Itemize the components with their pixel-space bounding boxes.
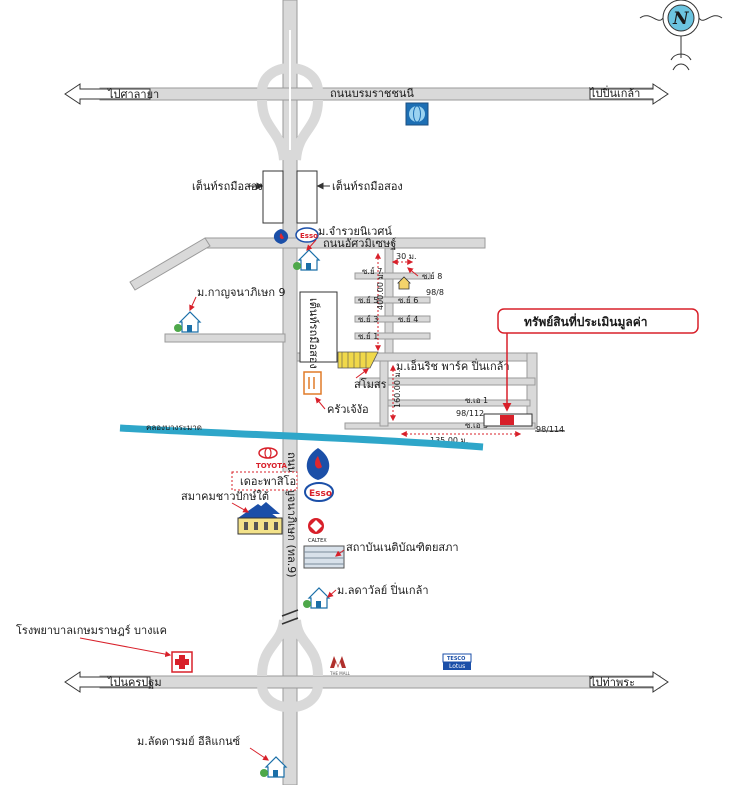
soi-1-label: ซ.ย์ 1 xyxy=(358,331,378,341)
enrich-inner-road xyxy=(379,360,389,427)
bottom-right-direction-label: ไปท่าพระ xyxy=(589,676,635,689)
caltex-text: CALTEX xyxy=(308,538,327,544)
main-vertical-road xyxy=(282,0,298,785)
samat-label: สโมสร xyxy=(354,377,387,391)
the-mall-logo-icon xyxy=(330,656,346,668)
institute-label: สถาบันเนติบัณฑิตยสภา xyxy=(346,541,459,554)
top-right-direction-label: ไปปิ่นเกล้า xyxy=(589,85,640,100)
dist-135-label: 135.00 ม. xyxy=(430,436,468,445)
toyota-dealer-label: เดอะพาสิโอ xyxy=(240,474,296,488)
bottom-left-direction-label: ไปนครปฐม xyxy=(107,676,162,689)
target-property-marker xyxy=(483,413,533,427)
north-compass-icon: N xyxy=(639,0,723,71)
esso-text-2: Esso xyxy=(309,489,332,499)
road-break-icon xyxy=(281,609,299,625)
toyota-dealer-box xyxy=(231,471,298,491)
hospital-cross-icon xyxy=(171,651,193,673)
tesco-lotus-logo-icon xyxy=(442,653,472,670)
kanchana-road xyxy=(164,333,286,343)
samat-arrow xyxy=(355,368,369,379)
top-direction-arrows xyxy=(64,83,669,693)
toyota-logo-text: TOYOTA xyxy=(256,462,287,470)
top-road-label: ถนนบรมราชชนนี xyxy=(330,87,414,100)
pttgas-station-icon xyxy=(273,229,289,244)
village-house-icon xyxy=(293,249,321,271)
car-market-right-label: เต็นท์รถมือสอง xyxy=(332,179,403,193)
house-98-112-label: 98/112 xyxy=(456,409,484,418)
canal xyxy=(119,424,484,451)
house-98-8-label: 98/8 xyxy=(426,288,444,297)
small-house-icon xyxy=(397,276,411,290)
car-tent-blocks xyxy=(262,170,338,363)
compass-letter: N xyxy=(672,9,690,29)
bottom-main-road xyxy=(99,675,661,689)
village-kanchana-label: ม.กาญจนาภิเษก 9 xyxy=(197,286,286,299)
latda-arrow xyxy=(327,589,337,598)
hospital-arrow xyxy=(79,637,172,658)
dist-30-label: 30 ม. xyxy=(396,252,417,261)
lotus-text: Lotus xyxy=(449,663,465,670)
village-ladarom-label: ม.ลัดดารมย์ อีลิแกนซ์ xyxy=(137,735,241,748)
village-enrich-label: ม.เอ็นริช พาร์ค ปิ่นเกล้า xyxy=(396,358,510,373)
road-network xyxy=(99,0,661,785)
soi-1-road xyxy=(354,332,431,340)
second-road-label: ถนนอัศวมิเซษฐ์ xyxy=(323,237,396,250)
diagonal-road xyxy=(129,237,211,291)
soi-6-label: ซ.ย์ 6 xyxy=(398,295,418,305)
association-label: สมาคมชาวปักษ์ใต้ xyxy=(181,490,269,503)
restaurant-icon xyxy=(303,371,322,395)
soi-5-road xyxy=(354,296,431,304)
restaurant-label: ครัวเจ้งัอ xyxy=(327,403,369,416)
house-98-114-label: 98/114 xyxy=(536,425,564,434)
car-tent-vertical-label: เต็นท์รถมือสอง xyxy=(307,298,321,369)
the-mall-text: THE MALL xyxy=(329,671,351,676)
esso-logo-icon: Esso xyxy=(304,482,334,502)
ladarom-arrow xyxy=(249,747,269,761)
globe-logo-icon xyxy=(405,102,429,126)
project-block xyxy=(337,351,379,369)
hospital-label: โรงพยาบาลเกษมราษฎร์ บางแค xyxy=(16,623,167,637)
dist-400-label: 400.00 ม. xyxy=(376,272,385,310)
soi-3-road xyxy=(354,315,431,323)
soi-8-label: ซ.ย์ 8 xyxy=(422,271,442,281)
chamruai-arrow xyxy=(306,239,317,251)
main-road-label: ถนนกาญจนาภิเษก (ทล.9) xyxy=(285,452,298,578)
target-callout xyxy=(497,308,699,412)
esso-text: Esso xyxy=(300,232,318,240)
association-arrow xyxy=(231,502,250,513)
village-house-icon xyxy=(260,756,288,778)
association-building-icon xyxy=(237,502,283,535)
soi-7-label: ซ.ย์ 7 xyxy=(362,266,382,276)
soi-8-arrow xyxy=(407,267,419,277)
village-house-icon xyxy=(303,587,331,609)
institute-building-icon xyxy=(303,545,345,569)
restaurant-arrow xyxy=(315,397,326,410)
canal-label: คลองบางระมาด xyxy=(146,423,202,432)
ptt-station-icon xyxy=(306,448,330,480)
soi-3-label: ซ.ย์ 3 xyxy=(358,314,378,324)
top-left-direction-label: ไปศาลายา xyxy=(107,88,159,101)
village-house-icon xyxy=(174,311,202,333)
soi-ae1-label: ซ.เอ 1 xyxy=(465,396,488,405)
soi-ae3-road xyxy=(344,422,536,430)
caltex-logo-icon xyxy=(308,518,324,534)
dist-160-label: 160.00 ม. xyxy=(393,370,402,408)
car-market-left-label: เต็นท์รถมือสอง xyxy=(192,179,263,193)
toyota-logo-icon xyxy=(258,447,278,459)
village-latda-label: ม.ลดาวัลย์ ปิ่นเกล้า xyxy=(337,582,429,597)
tesco-text: TESCO xyxy=(447,656,465,662)
enrich-road-2 xyxy=(359,377,536,386)
esso-logo-icon: Esso xyxy=(295,227,319,243)
soi-5-label: ซ.ย์ 5 xyxy=(358,295,378,305)
village-chamruai-label: ม.จำรวยนิเวศน์ xyxy=(318,225,392,238)
target-label: ทรัพย์สินที่ประเมินมูลค่า xyxy=(524,313,648,330)
soi-4-label: ซ.ย์ 4 xyxy=(398,314,418,324)
kanchana-arrow xyxy=(189,296,197,312)
soi-7-road xyxy=(354,272,431,280)
institute-arrow xyxy=(335,549,345,557)
soi-ae3-label: ซ.เอ 3 xyxy=(465,421,488,430)
